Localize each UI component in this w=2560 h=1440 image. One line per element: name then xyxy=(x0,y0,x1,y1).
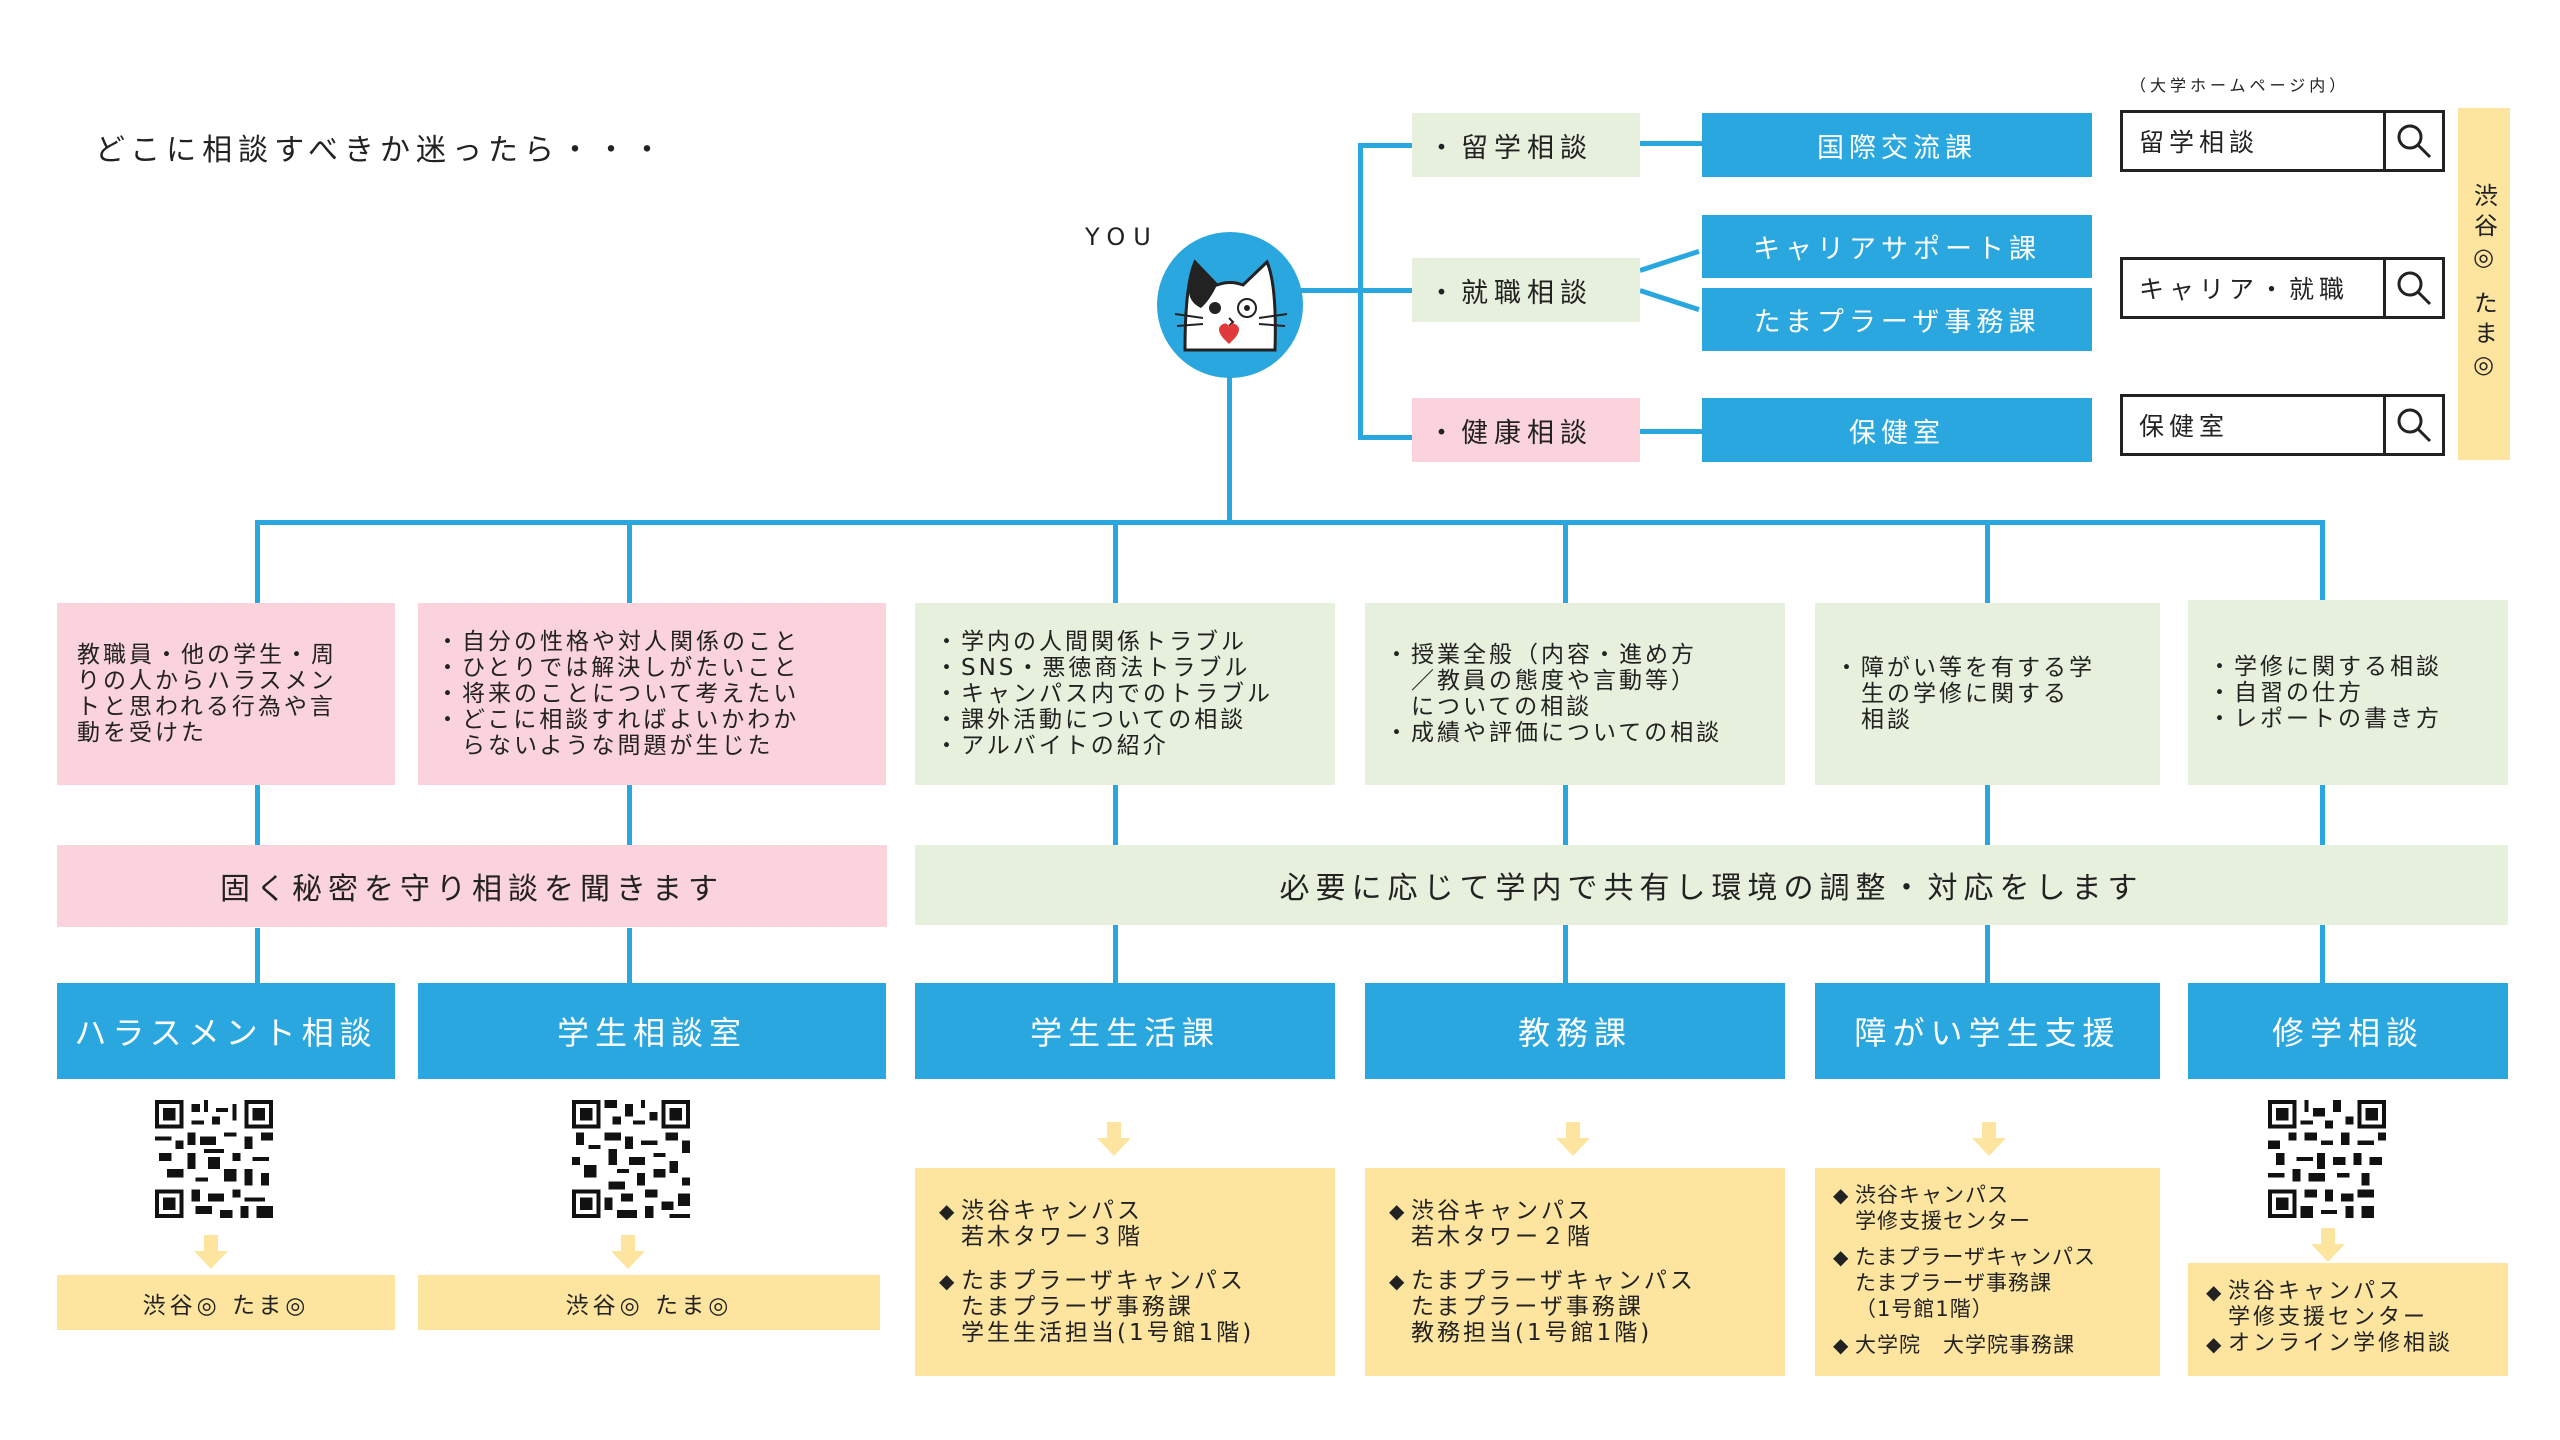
description-student-counseling: ・自分の性格や対人関係のこと ・ひとりでは解決しがたいこと ・将来のことについて… xyxy=(418,603,886,785)
qr-code-study-consultation[interactable] xyxy=(2268,1100,2386,1218)
location-disability-support: ◆ 渋谷キャンパス学修支援センター ◆ たまプラーザキャンパスたまプラーザ事務課… xyxy=(1815,1168,2160,1376)
description-harassment: 教職員・他の学生・周 りの人からハラスメン トと思われる行為や言 動を受けた xyxy=(57,603,395,785)
down-arrow-icon xyxy=(611,1235,645,1269)
description-disability-support: ・障がい等を有する学 生の学修に関する 相談 xyxy=(1815,603,2160,785)
confidential-band: 固く秘密を守り相談を聞きます xyxy=(57,845,887,927)
down-arrow-icon xyxy=(2311,1228,2345,1262)
search-label: 留学相談 xyxy=(2139,128,2260,157)
shared-band: 必要に応じて学内で共有し環境の調整・対応をします xyxy=(915,845,2508,925)
diamond-bullet-icon: ◆ xyxy=(1389,1199,1408,1223)
search-study-abroad[interactable]: 留学相談 xyxy=(2120,110,2445,172)
diamond-bullet-icon: ◆ xyxy=(1833,1183,1850,1207)
diamond-bullet-icon: ◆ xyxy=(2206,1332,2225,1356)
dept-student-life: 学生生活課 xyxy=(915,983,1335,1079)
category-health: ・健康相談 xyxy=(1412,398,1640,462)
down-arrow-icon xyxy=(194,1235,228,1269)
diamond-bullet-icon: ◆ xyxy=(2206,1280,2225,1304)
cat-avatar-icon xyxy=(1155,230,1305,380)
location-harassment: 渋谷◎ たま◎ xyxy=(57,1275,395,1330)
search-icon[interactable] xyxy=(2383,260,2442,316)
diamond-bullet-icon: ◆ xyxy=(1389,1269,1408,1293)
location-study-consultation: ◆ 渋谷キャンパス学修支援センター ◆ オンライン学修相談 xyxy=(2188,1263,2508,1376)
dept-student-counseling: 学生相談室 xyxy=(418,983,886,1079)
location-academic-affairs: ◆ 渋谷キャンパス若木タワー２階 ◆ たまプラーザキャンパスたまプラーザ事務課教… xyxy=(1365,1168,1785,1376)
location-student-counseling: 渋谷◎ たま◎ xyxy=(418,1275,880,1330)
down-arrow-icon xyxy=(1972,1122,2006,1156)
qr-code-harassment[interactable] xyxy=(155,1100,273,1218)
dept-international: 国際交流課 xyxy=(1702,113,2092,177)
dept-study-consultation: 修学相談 xyxy=(2188,983,2508,1079)
description-student-life: ・学内の人間関係トラブル ・SNS・悪徳商法トラブル ・キャンパス内でのトラブル… xyxy=(915,603,1335,785)
diamond-bullet-icon: ◆ xyxy=(939,1269,958,1293)
search-career[interactable]: キャリア・就職 xyxy=(2120,257,2445,319)
homepage-note: （大学ホームページ内） xyxy=(2130,76,2350,95)
diamond-bullet-icon: ◆ xyxy=(939,1199,958,1223)
category-job: ・就職相談 xyxy=(1412,258,1640,322)
dept-disability-support: 障がい学生支援 xyxy=(1815,983,2160,1079)
search-icon[interactable] xyxy=(2383,397,2442,453)
dept-health-room: 保健室 xyxy=(1702,398,2092,462)
description-study-consultation: ・学修に関する相談 ・自習の仕方 ・レポートの書き方 xyxy=(2188,600,2508,785)
you-label: YOU xyxy=(1085,223,1159,251)
dept-career-support: キャリアサポート課 xyxy=(1702,215,2092,278)
dept-academic-affairs: 教務課 xyxy=(1365,983,1785,1079)
down-arrow-icon xyxy=(1556,1122,1590,1156)
diamond-bullet-icon: ◆ xyxy=(1833,1245,1850,1269)
description-academic-affairs: ・授業全般（内容・進め方 ／教員の態度や言動等） についての相談 ・成績や評価に… xyxy=(1365,603,1785,785)
down-arrow-icon xyxy=(1097,1122,1131,1156)
dept-harassment: ハラスメント相談 xyxy=(57,983,395,1079)
category-study-abroad: ・留学相談 xyxy=(1412,113,1640,177)
diamond-bullet-icon: ◆ xyxy=(1833,1333,1850,1357)
campus-side-label: 渋谷◎ たま◎ xyxy=(2458,108,2510,460)
search-icon[interactable] xyxy=(2383,113,2442,169)
search-label: 保健室 xyxy=(2139,412,2230,441)
search-health-room[interactable]: 保健室 xyxy=(2120,394,2445,456)
dept-tamaplaza-office: たまプラーザ事務課 xyxy=(1702,288,2092,351)
qr-code-student-counseling[interactable] xyxy=(572,1100,690,1218)
search-label: キャリア・就職 xyxy=(2139,275,2350,304)
location-student-life: ◆ 渋谷キャンパス若木タワー３階 ◆ たまプラーザキャンパスたまプラーザ事務課学… xyxy=(915,1168,1335,1376)
page-question: どこに相談すべきか迷ったら・・・ xyxy=(95,133,668,168)
